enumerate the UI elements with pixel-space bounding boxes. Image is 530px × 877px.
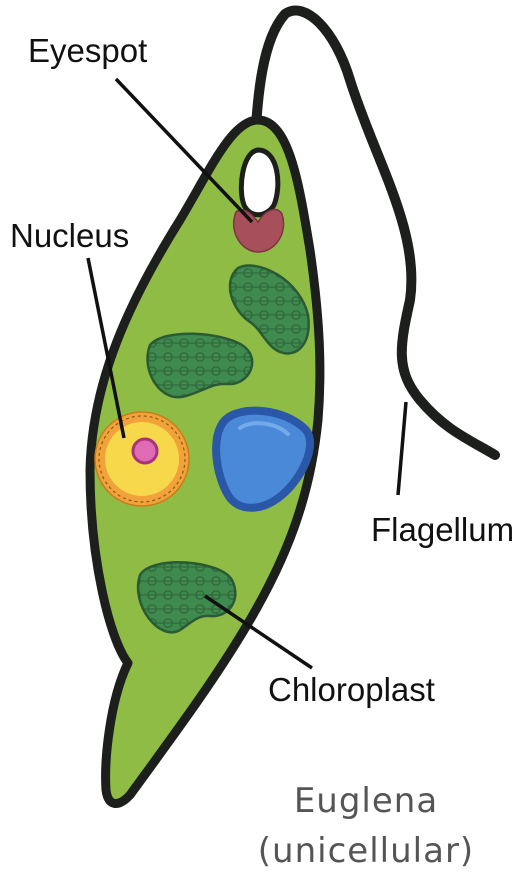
chloroplast-label: Chloroplast [268,671,435,708]
caption-type: (unicellular) [258,831,474,871]
flagellum-leader-line [398,402,406,495]
caption-name: Euglena [294,781,438,821]
reservoir-shape [241,150,278,215]
flagellum-label: Flagellum [371,511,514,548]
eyespot-label: Eyespot [28,32,147,69]
nucleus-circle [95,412,189,506]
nucleus-label: Nucleus [10,217,129,254]
